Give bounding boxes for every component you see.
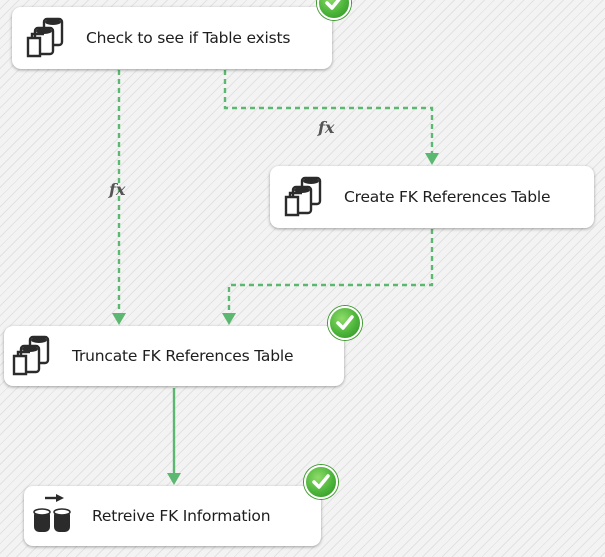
success-check-icon xyxy=(317,0,351,20)
constraint-arrowhead xyxy=(222,313,236,325)
expression-fx-icon[interactable]: fx xyxy=(109,180,126,199)
constraint-arrowhead xyxy=(112,313,126,325)
task-label: Truncate FK References Table xyxy=(72,347,294,365)
task-retreive-fk-info[interactable]: Retreive FK Information xyxy=(24,486,321,546)
task-check-table-exists[interactable]: Check to see if Table exists xyxy=(12,7,332,69)
task-label: Check to see if Table exists xyxy=(86,29,291,47)
success-check-icon xyxy=(304,465,338,499)
constraint-check-to-create[interactable] xyxy=(223,70,434,155)
expression-fx-icon[interactable]: fx xyxy=(318,118,335,137)
sql-task-icon xyxy=(26,17,64,58)
task-truncate-fk-table[interactable]: Truncate FK References Table xyxy=(4,326,344,386)
constraint-create-to-truncate[interactable] xyxy=(227,229,434,315)
constraint-arrowhead xyxy=(425,153,439,165)
data-flow-icon xyxy=(33,494,71,532)
sql-task-icon xyxy=(284,176,322,217)
task-label: Create FK References Table xyxy=(344,188,551,206)
task-label: Retreive FK Information xyxy=(92,507,271,525)
task-create-fk-table[interactable]: Create FK References Table xyxy=(270,166,594,228)
success-check-icon xyxy=(328,306,362,340)
constraint-arrowhead xyxy=(167,473,181,485)
sql-task-icon xyxy=(12,335,50,376)
